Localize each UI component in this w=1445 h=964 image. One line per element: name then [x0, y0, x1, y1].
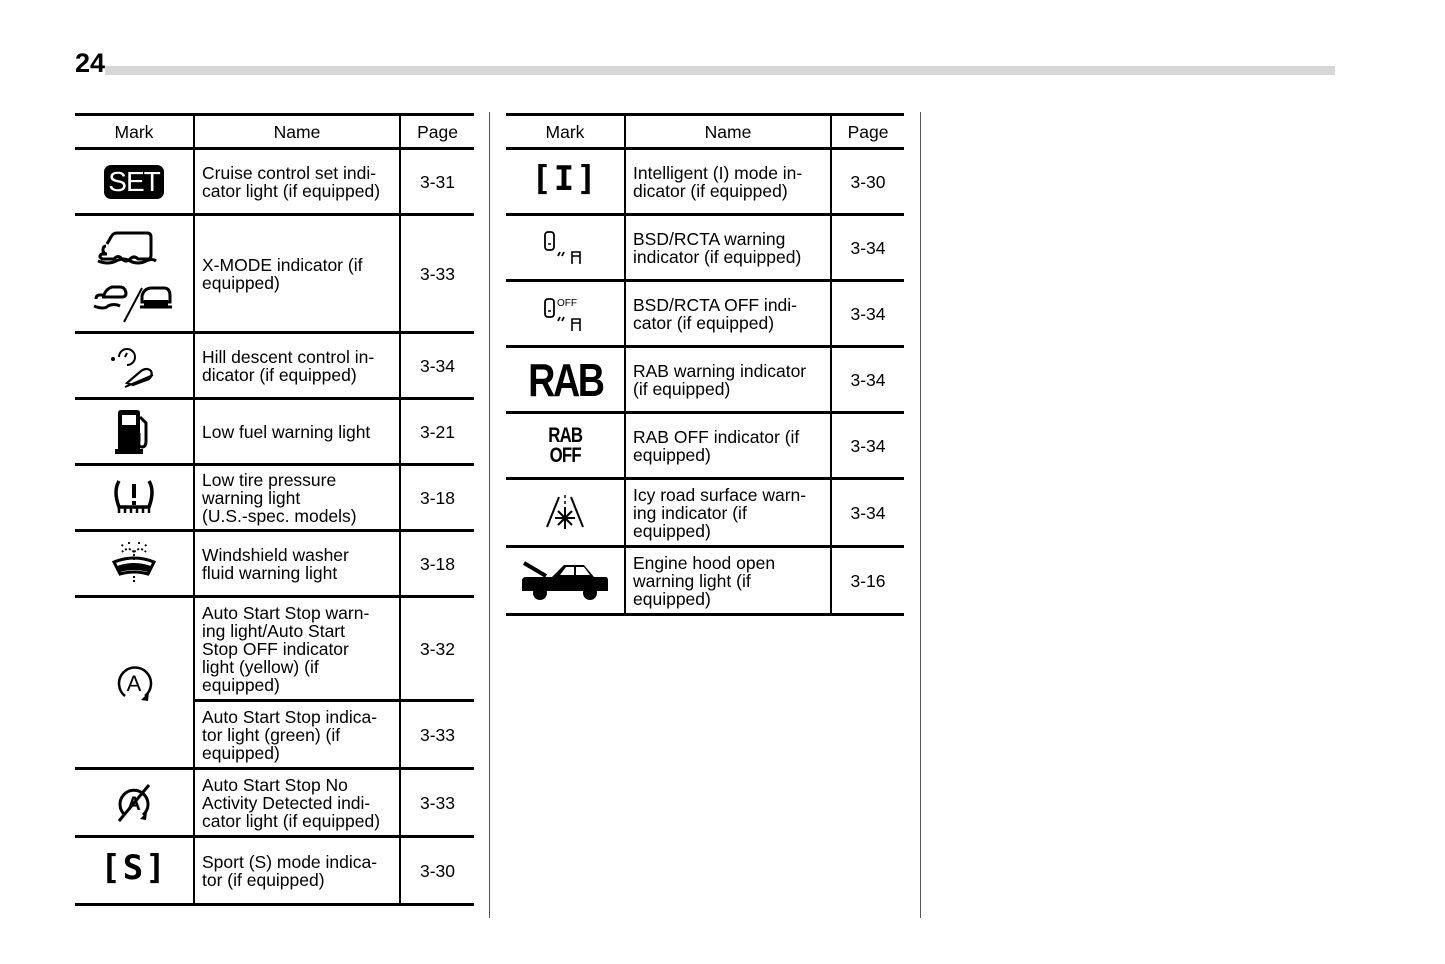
page-ref: 3-34: [830, 213, 904, 282]
indicator-name: X-MODE indicator (if equipped): [193, 213, 400, 334]
page-ref: 3-33: [399, 213, 474, 334]
rab-off-icon: RAB OFF: [548, 423, 583, 467]
indicator-name: BSD/RCTA warning indicator (if equipped): [624, 213, 831, 282]
page-ref: 3-34: [830, 279, 904, 348]
table-row: Windshield washer fluid warning light 3-…: [75, 529, 474, 598]
page-ref: 3-30: [399, 835, 474, 906]
table-row: Low tire pressure warning light (U.S.-sp…: [75, 463, 474, 532]
indicator-name: Cruise control set indi- cator light (if…: [193, 147, 400, 216]
page-ref: 3-30: [830, 147, 904, 216]
indicator-name: Engine hood open warning light (if equip…: [624, 545, 831, 616]
table-row: Engine hood open warning light (if equip…: [506, 545, 904, 616]
column-divider: [920, 112, 921, 918]
page-ref: 3-16: [830, 545, 904, 616]
column-header-mark: Mark: [506, 113, 625, 150]
bsd-rcta-off-icon: OFF: [544, 298, 581, 331]
page-ref: 3-33: [399, 767, 474, 838]
rab-warning-icon: RAB: [527, 353, 605, 406]
page-ref: 3-31: [399, 147, 474, 216]
indicator-name: RAB warning indicator (if equipped): [624, 345, 831, 414]
engine-hood-open-icon: [522, 560, 608, 600]
indicator-name: Icy road surface warn- ing indicator (if…: [624, 477, 831, 548]
hill-descent-control-icon: [111, 347, 154, 388]
indicator-name: Windshield washer fluid warning light: [193, 529, 400, 598]
table-row: X-MODE indicator (if equipped) 3-33: [75, 213, 474, 334]
auto-start-stop-no-activity-icon: A: [117, 783, 151, 822]
table-row: [I] Intelligent (I) mode in- dicator (if…: [506, 147, 904, 216]
page-ref: 3-34: [830, 477, 904, 548]
indicator-name: Intelligent (I) mode in- dicator (if equ…: [624, 147, 831, 216]
auto-start-stop-icon: A: [117, 665, 153, 701]
icy-road-icon: [546, 494, 584, 529]
table-row: Icy road surface warn- ing indicator (if…: [506, 477, 904, 548]
set-icon: SET: [104, 164, 164, 199]
indicator-name: Auto Start Stop No Activity Detected ind…: [193, 767, 400, 838]
page-ref: 3-18: [399, 529, 474, 598]
table-row: Hill descent control in- dicator (if equ…: [75, 331, 474, 400]
indicator-name: Hill descent control in- dicator (if equ…: [193, 331, 400, 400]
table-row: [S] Sport (S) mode indica- tor (if equip…: [75, 835, 474, 906]
page-ref: 3-32: [399, 595, 474, 702]
page-ref: 3-34: [399, 331, 474, 400]
indicator-table-left: Mark Name Page SET Cruise control set in…: [75, 113, 474, 906]
page-ref: 3-34: [830, 345, 904, 414]
indicator-name: BSD/RCTA OFF indi- cator (if equipped): [624, 279, 831, 348]
intelligent-mode-icon: [I]: [531, 159, 599, 199]
x-mode-icon: [93, 231, 172, 322]
column-header-page: Page: [399, 113, 474, 150]
column-header-page: Page: [830, 113, 904, 150]
indicator-name: Low tire pressure warning light (U.S.-sp…: [193, 463, 400, 532]
low-fuel-icon: [115, 409, 148, 454]
svg-text:OFF: OFF: [557, 298, 577, 309]
table-row: A Auto Start Stop No Activity Detected i…: [75, 767, 474, 838]
page-ref: 3-33: [399, 699, 474, 770]
indicator-name: Auto Start Stop indica- tor light (green…: [193, 699, 400, 770]
indicator-name: RAB OFF indicator (if equipped): [624, 411, 831, 480]
header-rule: [105, 66, 1335, 75]
indicator-name: Low fuel warning light: [193, 397, 400, 466]
indicator-name: Sport (S) mode indica- tor (if equipped): [193, 835, 400, 906]
page-ref: 3-21: [399, 397, 474, 466]
table-row: A Auto Start Stop warn- ing light/Auto S…: [75, 595, 474, 770]
table-row: RAB RAB warning indicator (if equipped) …: [506, 345, 904, 414]
table-row: Low fuel warning light 3-21: [75, 397, 474, 466]
table-row: OFF BSD/RCTA OFF indi- cator (if equippe…: [506, 279, 904, 348]
bsd-rcta-warning-icon: [544, 230, 581, 264]
washer-fluid-icon: [111, 541, 157, 584]
column-header-name: Name: [624, 113, 831, 150]
sport-mode-icon: [S]: [100, 848, 168, 888]
column-header-name: Name: [193, 113, 400, 150]
column-divider: [489, 112, 490, 918]
page-ref: 3-18: [399, 463, 474, 532]
table-row: BSD/RCTA warning indicator (if equipped)…: [506, 213, 904, 282]
table-row: RAB OFF RAB OFF indicator (if equipped) …: [506, 411, 904, 480]
page-ref: 3-34: [830, 411, 904, 480]
column-header-mark: Mark: [75, 113, 194, 150]
indicator-name: Auto Start Stop warn- ing light/Auto Sta…: [193, 595, 400, 702]
low-tire-pressure-icon: [114, 479, 154, 513]
table-row: SET Cruise control set indi- cator light…: [75, 147, 474, 216]
svg-text:A: A: [127, 671, 142, 696]
indicator-table-right: Mark Name Page [I] Intelligent (I) mode …: [506, 113, 904, 616]
page-number: 24: [75, 48, 106, 78]
table-row: Auto Start Stop indica- tor light (green…: [75, 699, 474, 770]
